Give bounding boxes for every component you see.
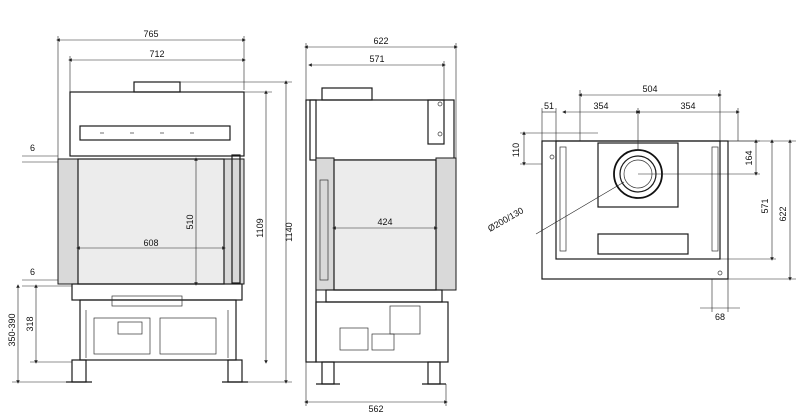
dim-front-350-390: 350-390 (7, 313, 17, 346)
front-left-pillar (57, 158, 79, 285)
dim-front-318: 318 (25, 316, 35, 331)
front-leg-left (71, 359, 87, 383)
side-top-body (309, 99, 455, 161)
top-outer (541, 140, 729, 280)
dim-side-424: 424 (377, 217, 392, 227)
side-flue-collar (321, 87, 373, 101)
dim-front-6-bottom: 6 (30, 267, 35, 277)
dim-front-1140: 1140 (284, 222, 294, 241)
front-base (79, 299, 237, 361)
side-view: 622 571 424 562 (304, 36, 458, 414)
front-flue-collar (133, 81, 181, 93)
front-top-band (79, 125, 231, 141)
front-glass (77, 158, 225, 285)
top-view: 504 354 354 51 110 164 571 622 Ø200/130 … (486, 84, 796, 322)
dim-front-712: 712 (149, 49, 164, 59)
front-right-pillar (223, 158, 245, 285)
dim-front-6-top: 6 (30, 143, 35, 153)
side-right-pillar (435, 157, 457, 291)
front-top-body (69, 91, 245, 157)
dim-front-1109: 1109 (255, 218, 265, 237)
front-view: 765 712 1140 1109 608 510 6 6 318 350-39… (7, 29, 294, 384)
dim-front-608: 608 (143, 238, 158, 248)
dim-top-622: 622 (778, 206, 788, 221)
dim-top-68: 68 (715, 312, 725, 322)
dim-top-164: 164 (744, 150, 754, 165)
dim-top-354-right: 354 (680, 101, 695, 111)
dim-top-354-left: 354 (593, 101, 608, 111)
side-left-pillar (315, 157, 335, 291)
dim-top-571: 571 (760, 198, 770, 213)
dim-side-562: 562 (368, 404, 383, 414)
top-base-rail (597, 233, 689, 255)
front-base-top (71, 283, 243, 301)
dim-side-622: 622 (373, 36, 388, 46)
dim-top-110: 110 (511, 143, 521, 157)
dim-front-510: 510 (185, 214, 195, 229)
dim-top-504: 504 (642, 84, 657, 94)
dim-side-571: 571 (369, 54, 384, 64)
dim-top-51: 51 (544, 101, 554, 111)
dim-top-flue-diameter: Ø200/130 (486, 205, 525, 233)
side-base (315, 301, 449, 363)
side-glass (333, 159, 437, 291)
top-inner (555, 140, 721, 260)
dim-front-765: 765 (143, 29, 158, 39)
front-leg-right (227, 359, 243, 383)
